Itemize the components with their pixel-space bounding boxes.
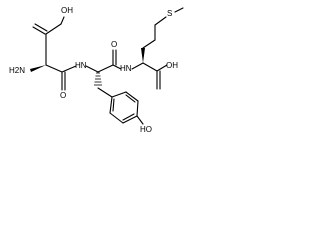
bond [112,98,115,112]
bond [34,23,48,32]
stereo-wedge [30,65,46,72]
atom-label-nh: HN [75,61,87,70]
stereo-wedge [141,48,145,63]
bond [97,64,114,73]
bond [109,112,124,124]
bond [60,16,65,25]
bond [122,115,138,124]
bond [122,113,135,121]
bond [45,64,63,73]
atom-label-nh: HN [120,64,132,73]
stereo-hash [94,72,102,86]
bond [142,62,158,72]
bond [85,65,99,73]
structure-diagram: OH H2N HN HN S OH HO O O [0,0,189,135]
atom-label-ho: HO [140,125,152,134]
bond [112,64,122,70]
bond [154,16,167,26]
atom-label-oxygen: O [60,91,66,100]
atom-label-amine: H2N [9,66,25,75]
bond [142,39,156,49]
bond [156,64,168,72]
molecule-drawing: OH H2N HN HN S OH HO O O [9,6,184,134]
bond [111,91,127,98]
atom-label-oh: OH [61,6,73,15]
bond [97,87,113,98]
bond [32,26,46,35]
atom-label-oh: OH [166,61,178,70]
atom-label-sulfur: S [167,9,172,18]
bond [61,65,77,73]
bond [174,7,184,13]
atom-label-oxygen: O [111,40,117,49]
bond [136,115,144,125]
bond [136,100,139,117]
bond [125,94,136,103]
bond [125,91,139,102]
bond [45,23,62,35]
bond [131,62,144,70]
bond [109,96,113,114]
